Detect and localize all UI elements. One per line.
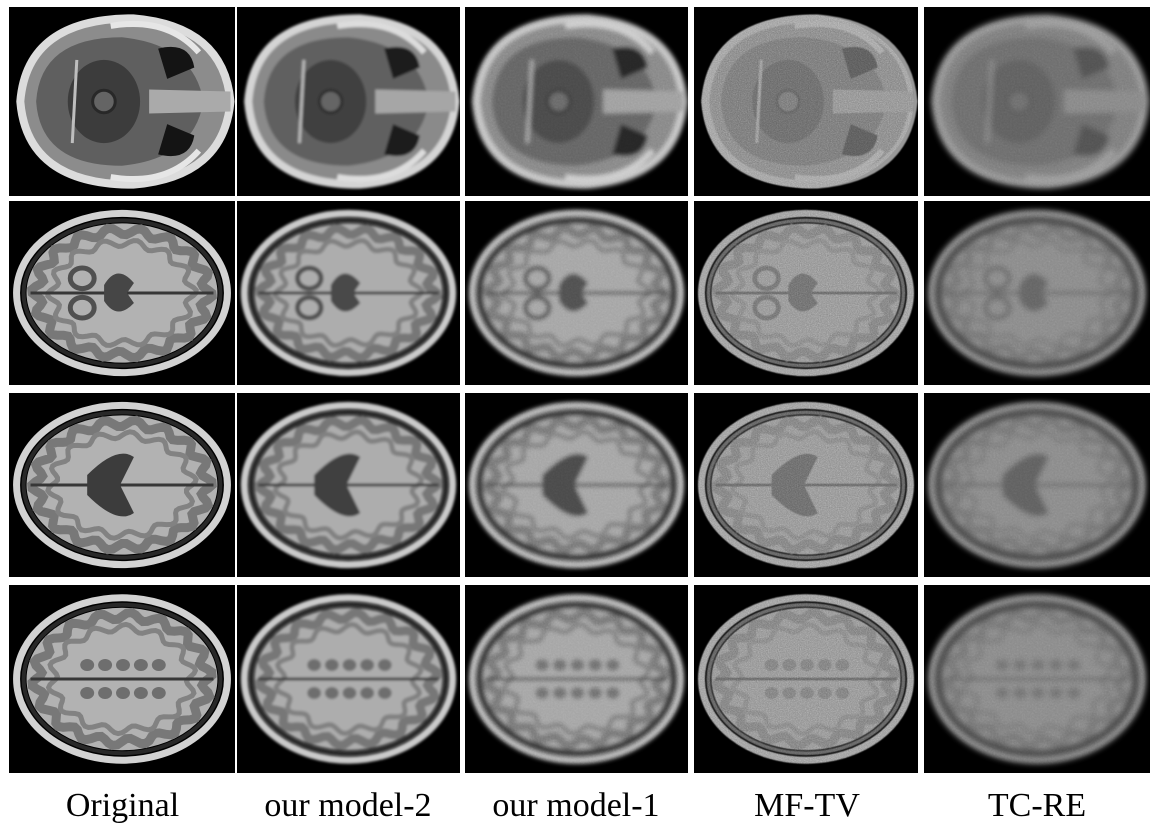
column-label-tc-re: TC-RE: [987, 787, 1087, 824]
mri-tile-skull-base-tcre: [924, 7, 1150, 196]
mri-tile-axial-3-tcre: [924, 585, 1150, 773]
mri-tile-axial-2-mftv: [694, 393, 918, 577]
column-label-our-model-1: our model-1: [492, 787, 660, 824]
column-label-our-model-2: our model-2: [264, 787, 432, 824]
mri-tile-axial-2-original: [9, 393, 235, 577]
mri-tile-axial-2-model1: [465, 393, 688, 577]
mri-tile-axial-3-model2: [237, 585, 460, 773]
mri-tile-axial-1-mftv: [694, 201, 918, 385]
mri-tile-axial-3-mftv: [694, 585, 918, 773]
mri-tile-axial-2-tcre: [924, 393, 1150, 577]
mri-tile-axial-1-original: [9, 201, 235, 385]
mri-tile-axial-1-model1: [465, 201, 688, 385]
mri-tile-axial-2-model2: [237, 393, 460, 577]
mri-tile-skull-base-original: [9, 7, 235, 196]
mri-tile-axial-3-original: [9, 585, 235, 773]
mri-tile-axial-3-model1: [465, 585, 688, 773]
mri-tile-skull-base-model2: [237, 7, 460, 196]
mri-tile-axial-1-tcre: [924, 201, 1150, 385]
mri-tile-skull-base-model1: [465, 7, 688, 196]
column-label-original: Original: [65, 787, 180, 824]
mri-tile-skull-base-mftv: [694, 7, 918, 196]
column-label-mf-tv: MF-TV: [754, 787, 860, 824]
mri-tile-axial-1-model2: [237, 201, 460, 385]
